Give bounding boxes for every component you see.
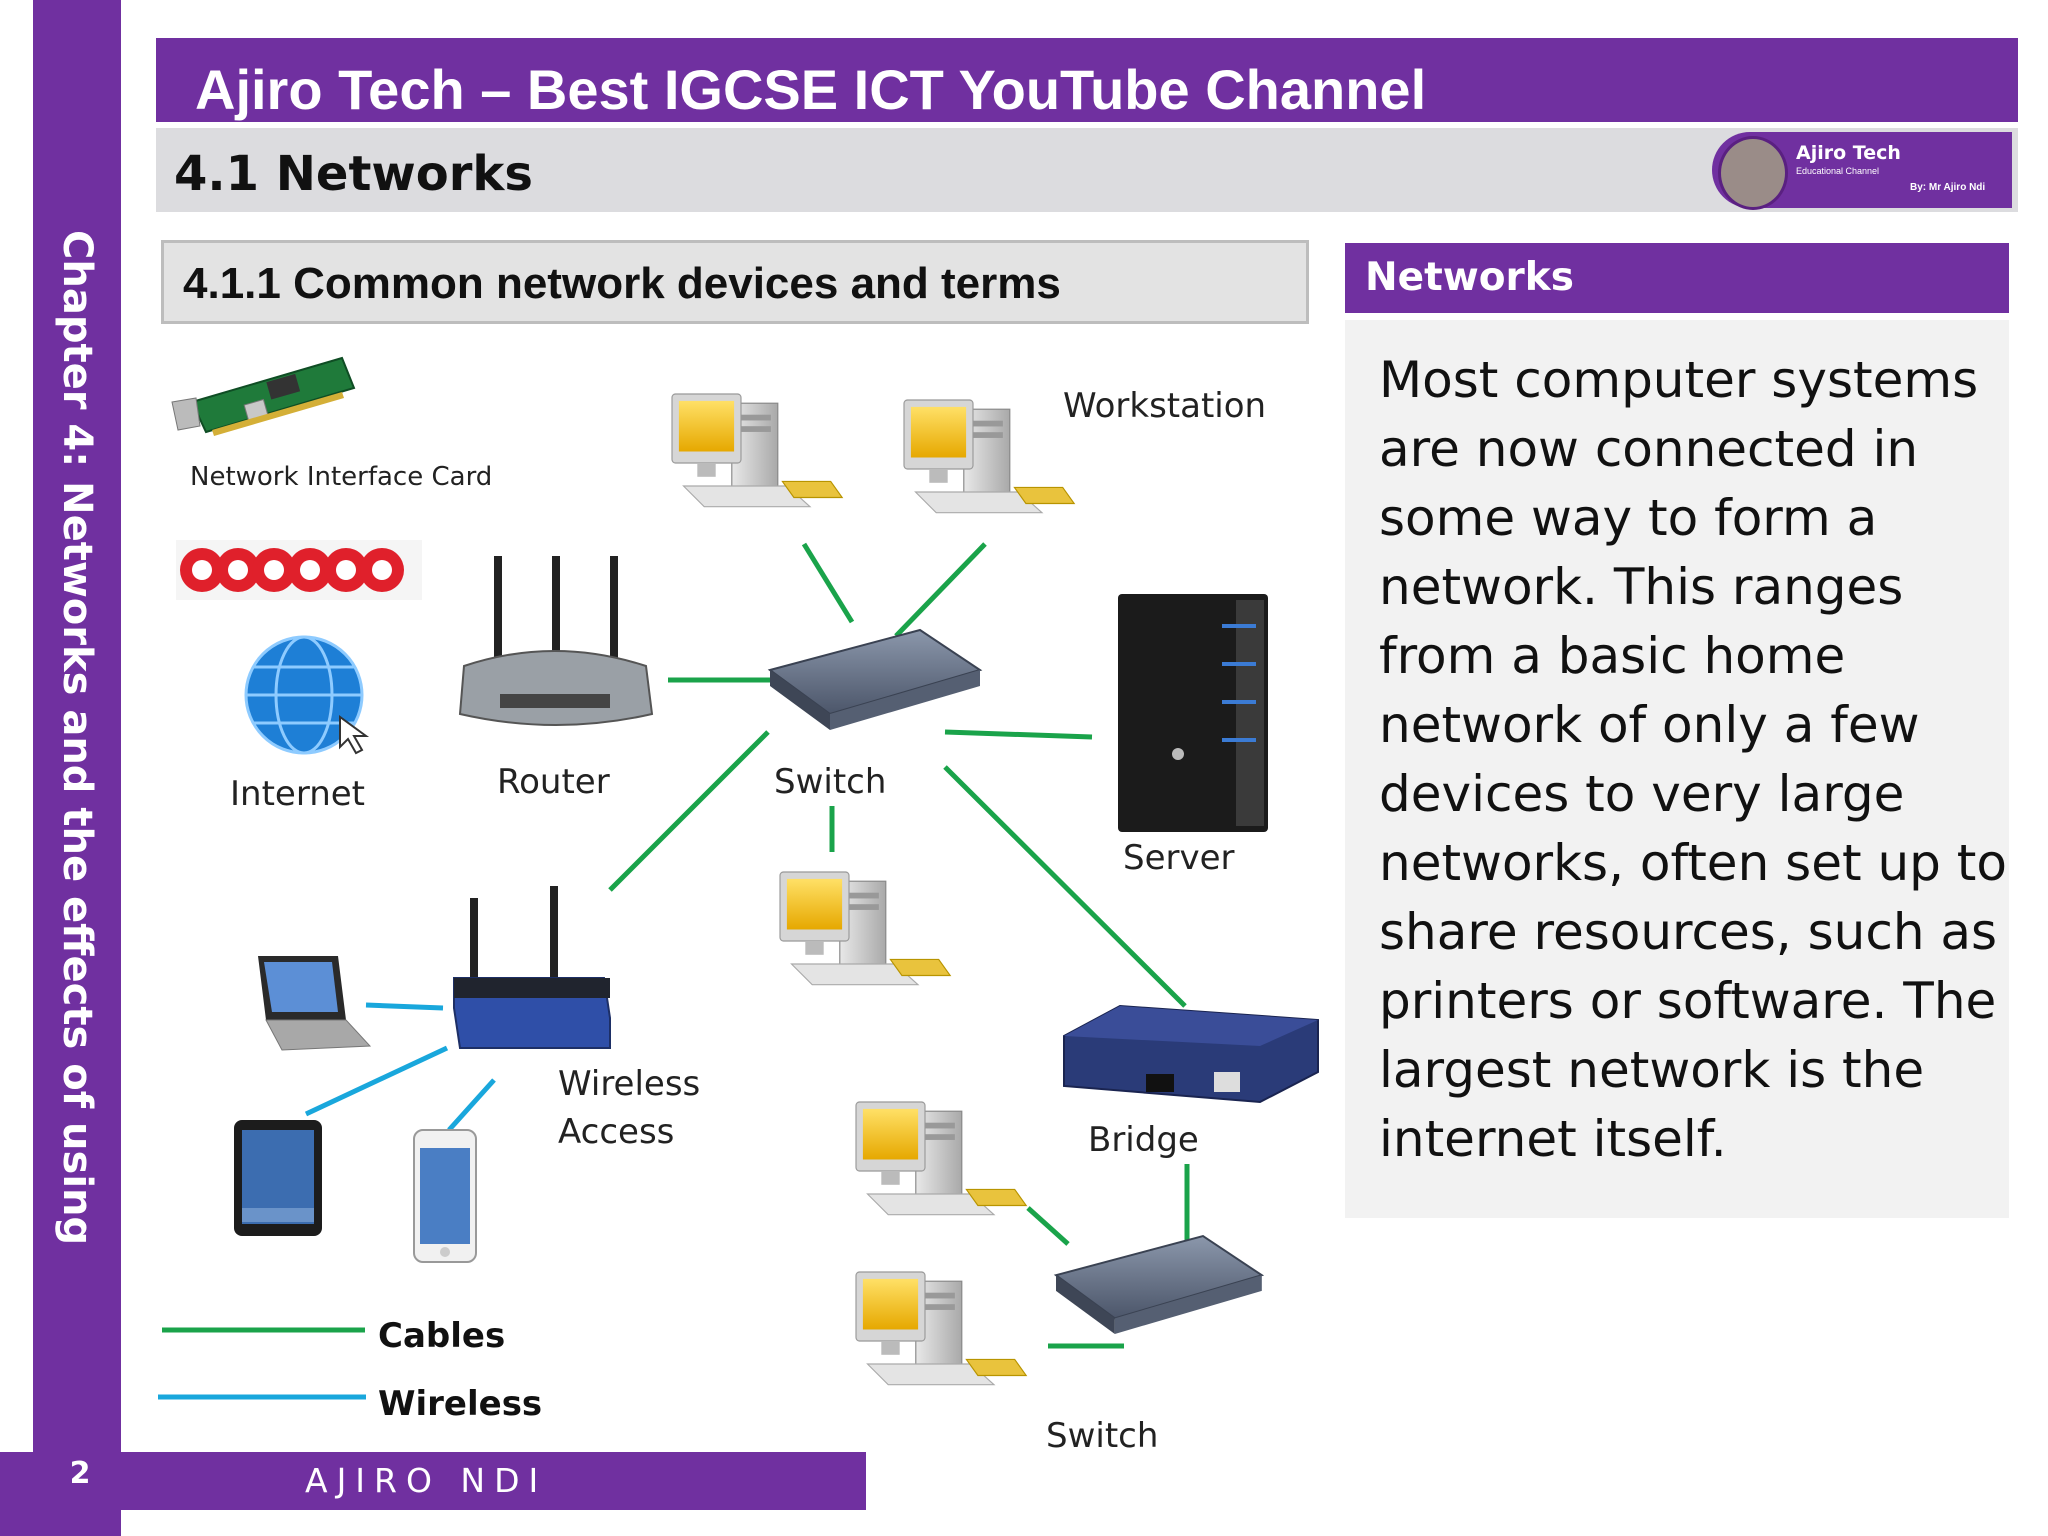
phone-icon — [413, 1129, 477, 1263]
bridge-icon — [1063, 1004, 1319, 1104]
title-bar — [156, 38, 2018, 122]
wireless-line — [447, 1078, 496, 1132]
switch-bottom-label: Switch — [1046, 1416, 1159, 1456]
page-number: 2 — [69, 1456, 91, 1491]
logo-subtitle: Educational Channel — [1796, 166, 1880, 176]
tablet-icon — [234, 1120, 322, 1236]
logo-byline: By: Mr Ajiro Ndi — [1910, 182, 1986, 193]
page-number-box — [0, 1452, 121, 1536]
side-panel-header — [1345, 243, 2009, 313]
router-label: Router — [497, 762, 610, 802]
server-icon — [1118, 594, 1268, 832]
switch-bottom-icon — [1055, 1235, 1263, 1335]
subtitle-bar — [156, 128, 2018, 212]
internet-label: Internet — [230, 774, 366, 814]
side-panel-text: Most computer systems are now connected … — [1379, 351, 2007, 1168]
switch-top-label: Switch — [774, 762, 887, 802]
ooredoo-logo-icon: ooredoo — [176, 540, 422, 600]
workstation-4-icon — [855, 1101, 1027, 1216]
page-title: Ajiro Tech – Best IGCSE ICT YouTube Chan… — [195, 58, 1427, 121]
cable-line — [943, 765, 1187, 1008]
cable-line — [894, 542, 987, 638]
section-heading-box — [161, 240, 1309, 324]
switch-top-icon — [769, 629, 981, 731]
chapter-sidebar — [33, 0, 121, 1536]
workstation-5-icon — [855, 1271, 1027, 1386]
network-card-icon — [171, 356, 356, 436]
page-subtitle: 4.1 Networks — [174, 146, 533, 202]
router-icon — [458, 556, 654, 726]
cable-line — [1026, 1206, 1070, 1246]
wireless-line — [304, 1045, 449, 1117]
bridge-label: Bridge — [1088, 1120, 1199, 1160]
footer-bar — [121, 1452, 866, 1510]
cable-line — [944, 729, 1093, 740]
legend-wireless-label: Wireless — [378, 1384, 543, 1424]
wireless-access-label: Wireless Access — [558, 1064, 701, 1152]
avatar — [1718, 136, 1788, 210]
footer-author: AJIRO NDI — [305, 1461, 548, 1500]
chapter-title: Chapter 4: Networks and the effects of u… — [0, 230, 100, 1246]
workstation-1-icon — [671, 393, 843, 508]
workstation-3-icon — [779, 871, 951, 986]
side-panel-heading: Networks — [1365, 255, 1574, 300]
nic-label: Network Interface Card — [190, 462, 493, 492]
section-heading: 4.1.1 Common network devices and terms — [183, 259, 1061, 308]
legend-cables-label: Cables — [378, 1316, 506, 1356]
workstation-label: Workstation — [1063, 386, 1267, 426]
wireless-line — [365, 1002, 444, 1011]
logo-title: Ajiro Tech — [1796, 142, 1901, 164]
workstation-2-icon — [903, 399, 1075, 514]
side-panel-body — [1345, 320, 2009, 1218]
wireless-access-point-icon — [453, 886, 611, 1049]
internet-globe-icon — [244, 635, 370, 755]
cable-line — [608, 730, 770, 892]
server-label: Server — [1123, 838, 1235, 878]
laptop-icon — [258, 956, 372, 1051]
cable-line — [801, 542, 855, 624]
